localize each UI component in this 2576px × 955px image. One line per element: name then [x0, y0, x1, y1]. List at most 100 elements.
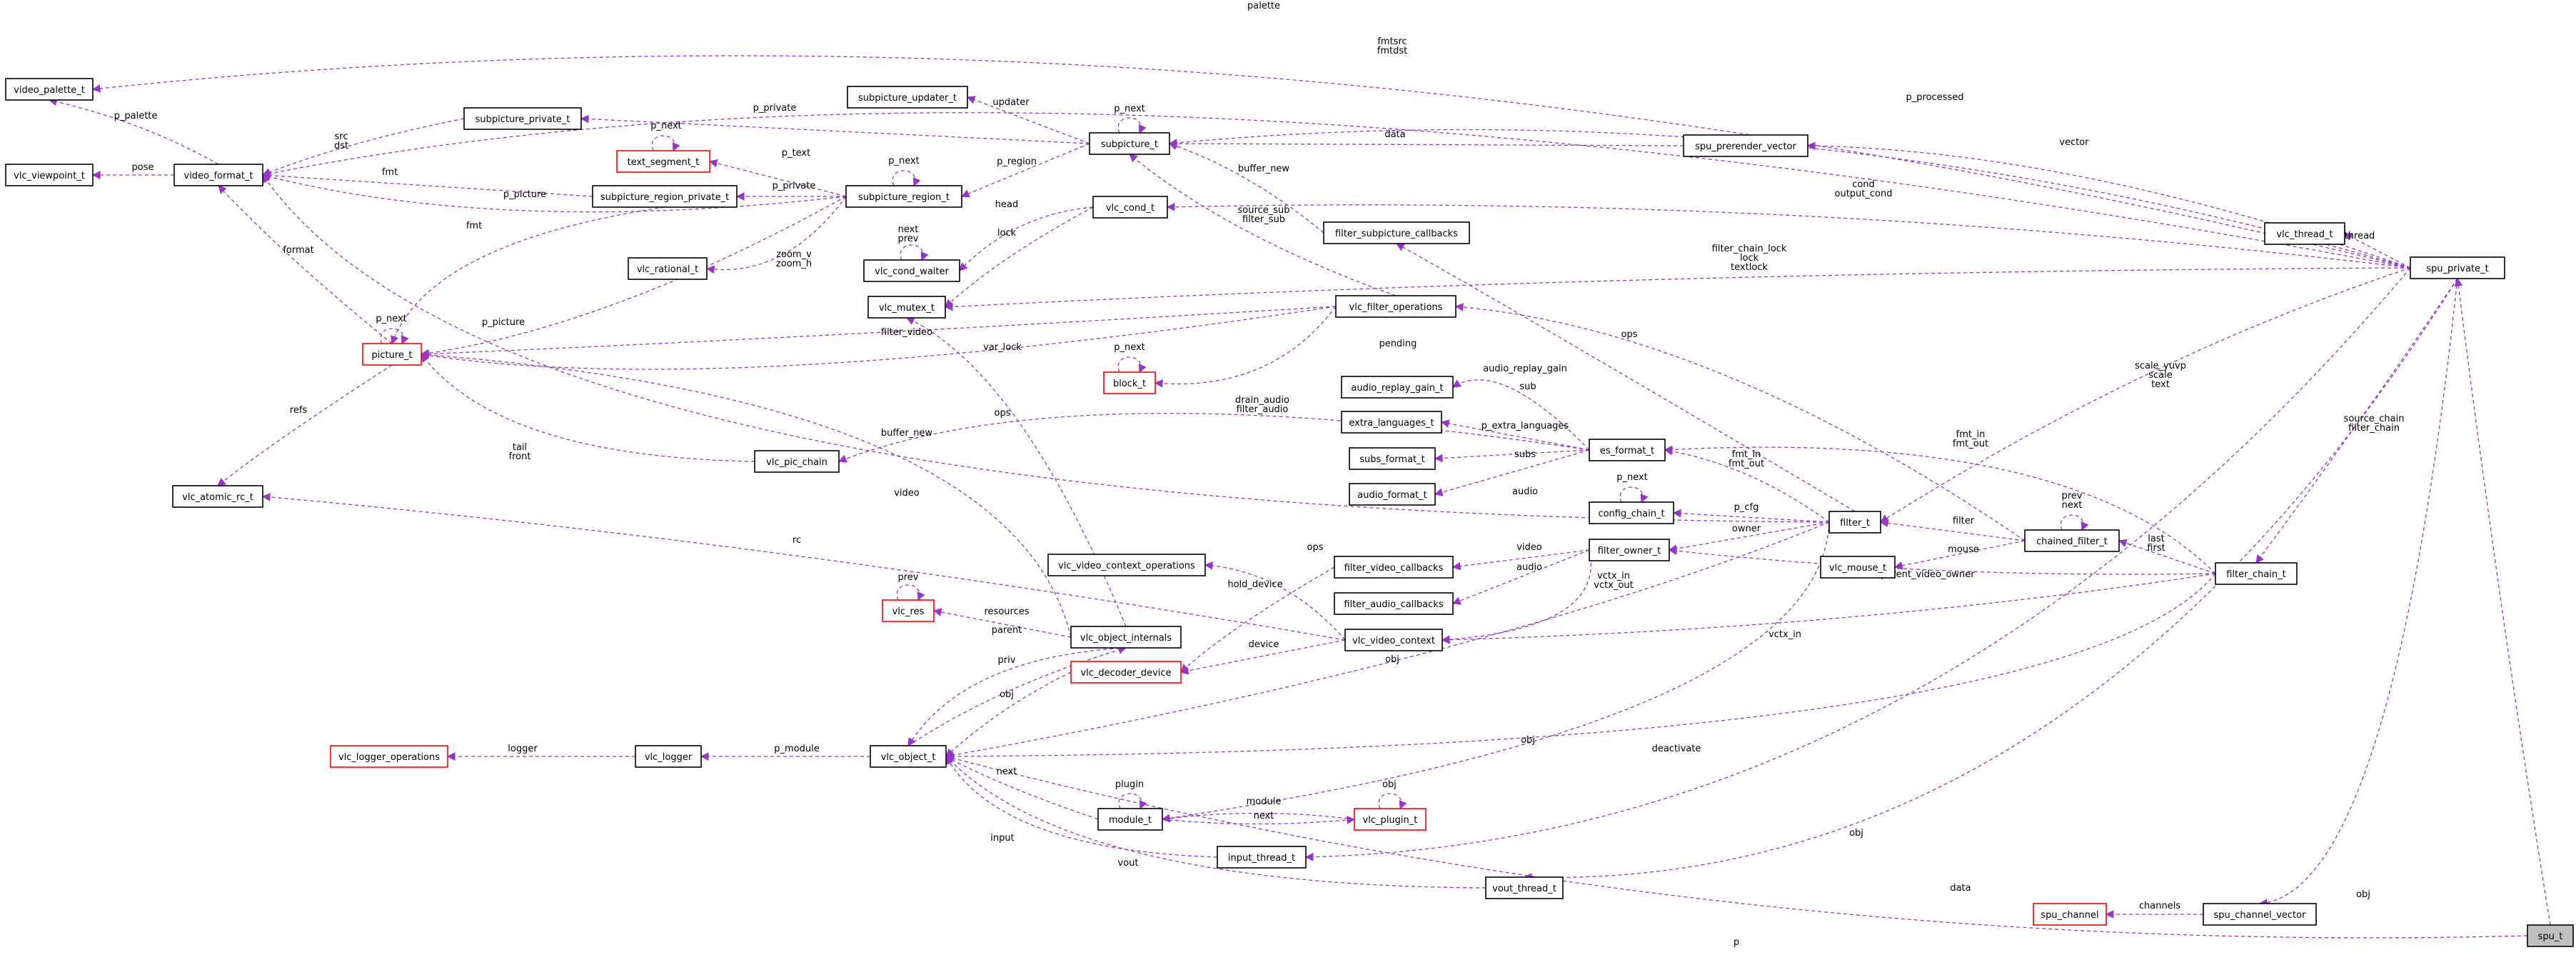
node-spu-private-t[interactable]: spu_private_t — [2410, 256, 2505, 279]
node-vlc-filter-operations[interactable]: vlc_filter_operations — [1335, 295, 1456, 318]
node-vlc-mutex-t[interactable]: vlc_mutex_t — [867, 296, 946, 319]
edge-block_t-to-block_t — [1117, 356, 1147, 374]
node-filter-owner-t[interactable]: filter_owner_t — [1589, 539, 1670, 561]
edge-label: next — [898, 224, 919, 235]
node-label: audio_format_t — [1357, 490, 1427, 501]
edge-label: refs — [290, 405, 308, 416]
edge-filter_t-to-config_chain_t — [1672, 509, 1830, 523]
node-label: vlc_logger_operations — [338, 752, 440, 763]
node-vlc-rational-t[interactable]: vlc_rational_t — [628, 257, 708, 280]
node-picture-t[interactable]: picture_t — [362, 343, 422, 366]
node-filter-chain-t[interactable]: filter_chain_t — [2215, 562, 2298, 585]
node-subs-format-t[interactable]: subs_format_t — [1349, 447, 1436, 470]
node-vlc-logger-operations[interactable]: vlc_logger_operations — [330, 745, 448, 768]
edge-label: p_private — [773, 181, 816, 191]
node-label: vlc_res — [892, 606, 925, 617]
node-video-format-t[interactable]: video_format_t — [173, 164, 263, 186]
node-vlc-res[interactable]: vlc_res — [882, 599, 935, 622]
edge-vlc_res-to-vlc_res — [896, 584, 925, 601]
edge-label: filter — [1953, 516, 1975, 526]
node-label: extra_languages_t — [1349, 418, 1434, 429]
edge-config_chain_t-to-config_chain_t — [1619, 486, 1649, 504]
node-filter-video-callbacks[interactable]: filter_video_callbacks — [1334, 556, 1454, 579]
node-vlc-object-t[interactable]: vlc_object_t — [870, 745, 947, 768]
node-spu-t[interactable]: spu_t — [2527, 924, 2574, 947]
node-vlc-viewpoint-t[interactable]: vlc_viewpoint_t — [5, 164, 94, 186]
edge-label: p_picture — [503, 189, 546, 200]
node-vlc-cond-t[interactable]: vlc_cond_t — [1092, 196, 1168, 219]
node-filter-subpicture-callbacks[interactable]: filter_subpicture_callbacks — [1323, 221, 1470, 244]
edge-label: prev — [897, 572, 918, 583]
node-subpicture-private-t[interactable]: subpicture_private_t — [463, 107, 582, 130]
edge-label: p_text — [782, 148, 810, 159]
node-subpicture-t[interactable]: subpicture_t — [1089, 132, 1170, 155]
node-vout-thread-t[interactable]: vout_thread_t — [1485, 876, 1564, 899]
edge-label: logger — [508, 744, 538, 754]
node-config-chain-t[interactable]: config_chain_t — [1589, 501, 1674, 524]
node-es-format-t[interactable]: es_format_t — [1589, 439, 1666, 461]
edge-chained_filter_t-to-filter_t — [1879, 519, 2026, 541]
node-vlc-object-internals[interactable]: vlc_object_internals — [1070, 626, 1182, 649]
node-spu-channel[interactable]: spu_channel — [2033, 903, 2107, 926]
edge-label: obj — [1000, 689, 1014, 700]
edge-label: resources — [984, 606, 1029, 617]
edge-filter_subpicture_callbacks-to-subpicture_t — [1168, 141, 1324, 234]
node-audio-format-t[interactable]: audio_format_t — [1349, 483, 1436, 506]
node-label: text_segment_t — [628, 157, 700, 168]
edge-label: owner — [1732, 524, 1761, 534]
node-chained-filter-t[interactable]: chained_filter_t — [2024, 529, 2120, 552]
node-spu-prerender-vector[interactable]: spu_prerender_vector — [1683, 134, 1808, 157]
edge-vlc_cond_t-to-vlc_cond_waiter — [959, 206, 1094, 271]
edge-label: audio — [1516, 562, 1542, 573]
edge-chained_filter_t-to-chained_filter_t — [2060, 514, 2089, 531]
node-module-t[interactable]: module_t — [1097, 808, 1163, 831]
edge-spu_private_t-to-input_thread_t — [1304, 267, 2411, 861]
node-label: subpicture_region_t — [858, 192, 950, 203]
node-vlc-atomic-rc-t[interactable]: vlc_atomic_rc_t — [172, 485, 263, 508]
node-vlc-video-context-operations[interactable]: vlc_video_context_operations — [1047, 554, 1206, 576]
node-label: picture_t — [371, 350, 412, 361]
edge-label: var_lock — [983, 342, 1022, 353]
node-subpicture-region-private-t[interactable]: subpicture_region_private_t — [592, 185, 738, 208]
edge-filter_video_callbacks-to-vlc_decoder_device — [1180, 566, 1335, 673]
edge-spu_private_t-to-video_format_t — [261, 112, 2411, 269]
edge-label: obj — [2356, 889, 2370, 900]
edge-label: vctx_in — [1769, 629, 1801, 640]
node-vlc-pic-chain[interactable]: vlc_pic_chain — [754, 450, 840, 473]
node-label: subs_format_t — [1359, 454, 1425, 465]
node-input-thread-t[interactable]: input_thread_t — [1217, 846, 1307, 869]
node-filter-t[interactable]: filter_t — [1828, 511, 1881, 534]
edge-vlc_object_internals-to-vlc_mutex_t — [905, 317, 1127, 627]
edge-label: obj — [1385, 654, 1399, 665]
node-audio-replay-gain-t[interactable]: audio_replay_gain_t — [1341, 376, 1454, 399]
node-video-palette-t[interactable]: video_palette_t — [5, 78, 94, 101]
edge-label: channels — [2139, 901, 2180, 911]
edge-label: p_next — [1114, 342, 1145, 353]
node-vlc-cond-waiter[interactable]: vlc_cond_waiter — [863, 259, 960, 282]
node-vlc-logger[interactable]: vlc_logger — [635, 745, 702, 768]
node-block-t[interactable]: block_t — [1103, 371, 1156, 394]
node-extra-languages-t[interactable]: extra_languages_t — [1341, 411, 1442, 434]
edge-filter_chain_t-to-vlc_video_context — [1441, 573, 2216, 644]
node-label: video_palette_t — [14, 85, 85, 96]
node-text-segment-t[interactable]: text_segment_t — [616, 150, 710, 173]
node-vlc-thread-t[interactable]: vlc_thread_t — [2264, 222, 2345, 245]
edge-filter_t-to-module_t — [1161, 521, 1830, 823]
node-subpicture-region-t[interactable]: subpicture_region_t — [845, 185, 962, 208]
edge-subpicture_region_t-to-video_format_t — [261, 172, 847, 213]
edge-label: vout — [1118, 858, 1139, 869]
node-vlc-plugin-t[interactable]: vlc_plugin_t — [1354, 808, 1427, 831]
edge-module_t-to-vlc_plugin_t — [1162, 816, 1356, 825]
edge-label: filter_audio — [1237, 404, 1289, 415]
edge-filter_chain_t-to-chained_filter_t — [2118, 539, 2216, 574]
node-subpicture-updater-t[interactable]: subpicture_updater_t — [847, 86, 968, 109]
edge-spu_private_t-to-vlc_mutex_t — [944, 267, 2411, 311]
edge-label: filter_video — [881, 327, 932, 338]
node-vlc-decoder-device[interactable]: vlc_decoder_device — [1070, 661, 1182, 684]
edge-label: audio_replay_gain — [1483, 364, 1567, 374]
node-vlc-mouse-t[interactable]: vlc_mouse_t — [1820, 556, 1896, 579]
node-vlc-video-context[interactable]: vlc_video_context — [1344, 629, 1443, 651]
edge-label: first — [2147, 543, 2165, 554]
node-filter-audio-callbacks[interactable]: filter_audio_callbacks — [1334, 592, 1454, 615]
node-spu-channel-vector[interactable]: spu_channel_vector — [2203, 903, 2317, 926]
